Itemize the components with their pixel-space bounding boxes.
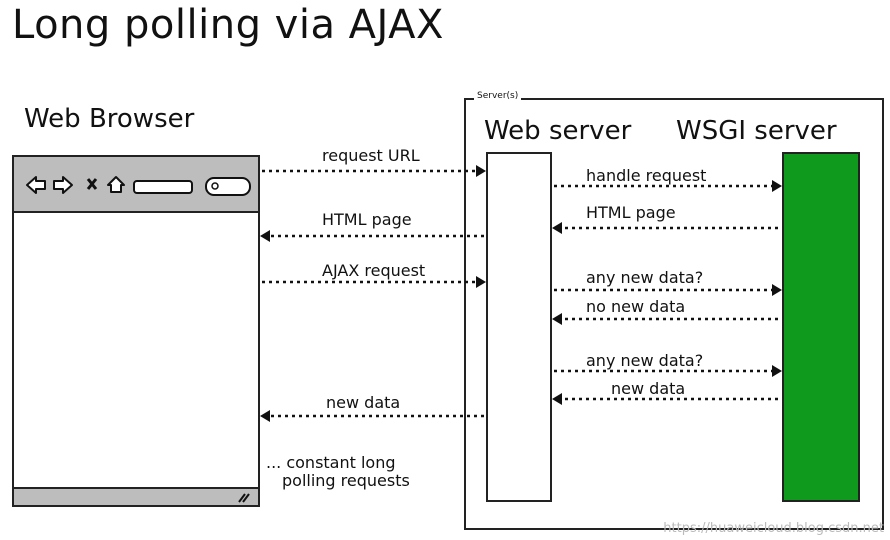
arrowhead-request-url [476, 165, 486, 177]
home-icon [107, 176, 125, 193]
resize-grip-icon [238, 493, 250, 503]
arrowhead-handle-request [772, 180, 782, 192]
stop-x-icon [86, 178, 98, 190]
arrowhead-html-page-from-wsgi [552, 222, 562, 234]
browser-statusbar [14, 487, 258, 505]
msg-no-new-data: no new data [586, 297, 686, 316]
watermark-text: https://huaweicloud.blog.csdn.net [663, 521, 884, 536]
diagram-title: Long polling via AJAX [12, 2, 444, 48]
arrowhead-no-new-data [552, 313, 562, 325]
wsgi-server-lifeline [782, 152, 860, 502]
polling-note-line1: ... constant long [266, 453, 396, 472]
search-box-icon [205, 177, 251, 196]
servers-group-box [464, 98, 884, 530]
msg-ajax-request: AJAX request [322, 261, 426, 280]
arrowhead-new-data-to-browser [260, 410, 270, 422]
arrowhead-ajax-request [476, 276, 486, 288]
polling-note-line2: polling requests [282, 471, 410, 490]
wsgi-server-label: WSGI server [676, 116, 837, 146]
msg-new-data-from-wsgi: new data [611, 379, 686, 398]
msg-request-url: request URL [322, 146, 420, 165]
web-browser-label: Web Browser [24, 104, 195, 134]
msg-html-page-from-wsgi: HTML page [586, 203, 676, 222]
browser-toolbar-icons [26, 176, 251, 196]
msg-any-new-data-2: any new data? [586, 351, 704, 370]
arrowhead-any-new-data-1 [772, 284, 782, 296]
polling-note: ... constant long polling requests [266, 454, 410, 490]
browser-window [12, 155, 260, 507]
web-server-label: Web server [484, 116, 632, 146]
web-server-lifeline [486, 152, 552, 502]
arrowhead-any-new-data-2 [772, 365, 782, 377]
browser-toolbar [14, 157, 258, 213]
msg-new-data-to-browser: new data [326, 393, 401, 412]
arrowhead-html-page-to-browser [260, 230, 270, 242]
arrowhead-new-data-from-wsgi [552, 393, 562, 405]
msg-any-new-data-1: any new data? [586, 268, 704, 287]
back-arrow-icon [26, 176, 46, 194]
msg-handle-request: handle request [586, 166, 707, 185]
address-bar-icon [133, 180, 193, 194]
forward-arrow-icon [53, 176, 73, 194]
msg-html-page-to-browser: HTML page [322, 210, 412, 229]
search-icon [211, 182, 219, 190]
servers-group-label: Server(s) [474, 91, 522, 101]
